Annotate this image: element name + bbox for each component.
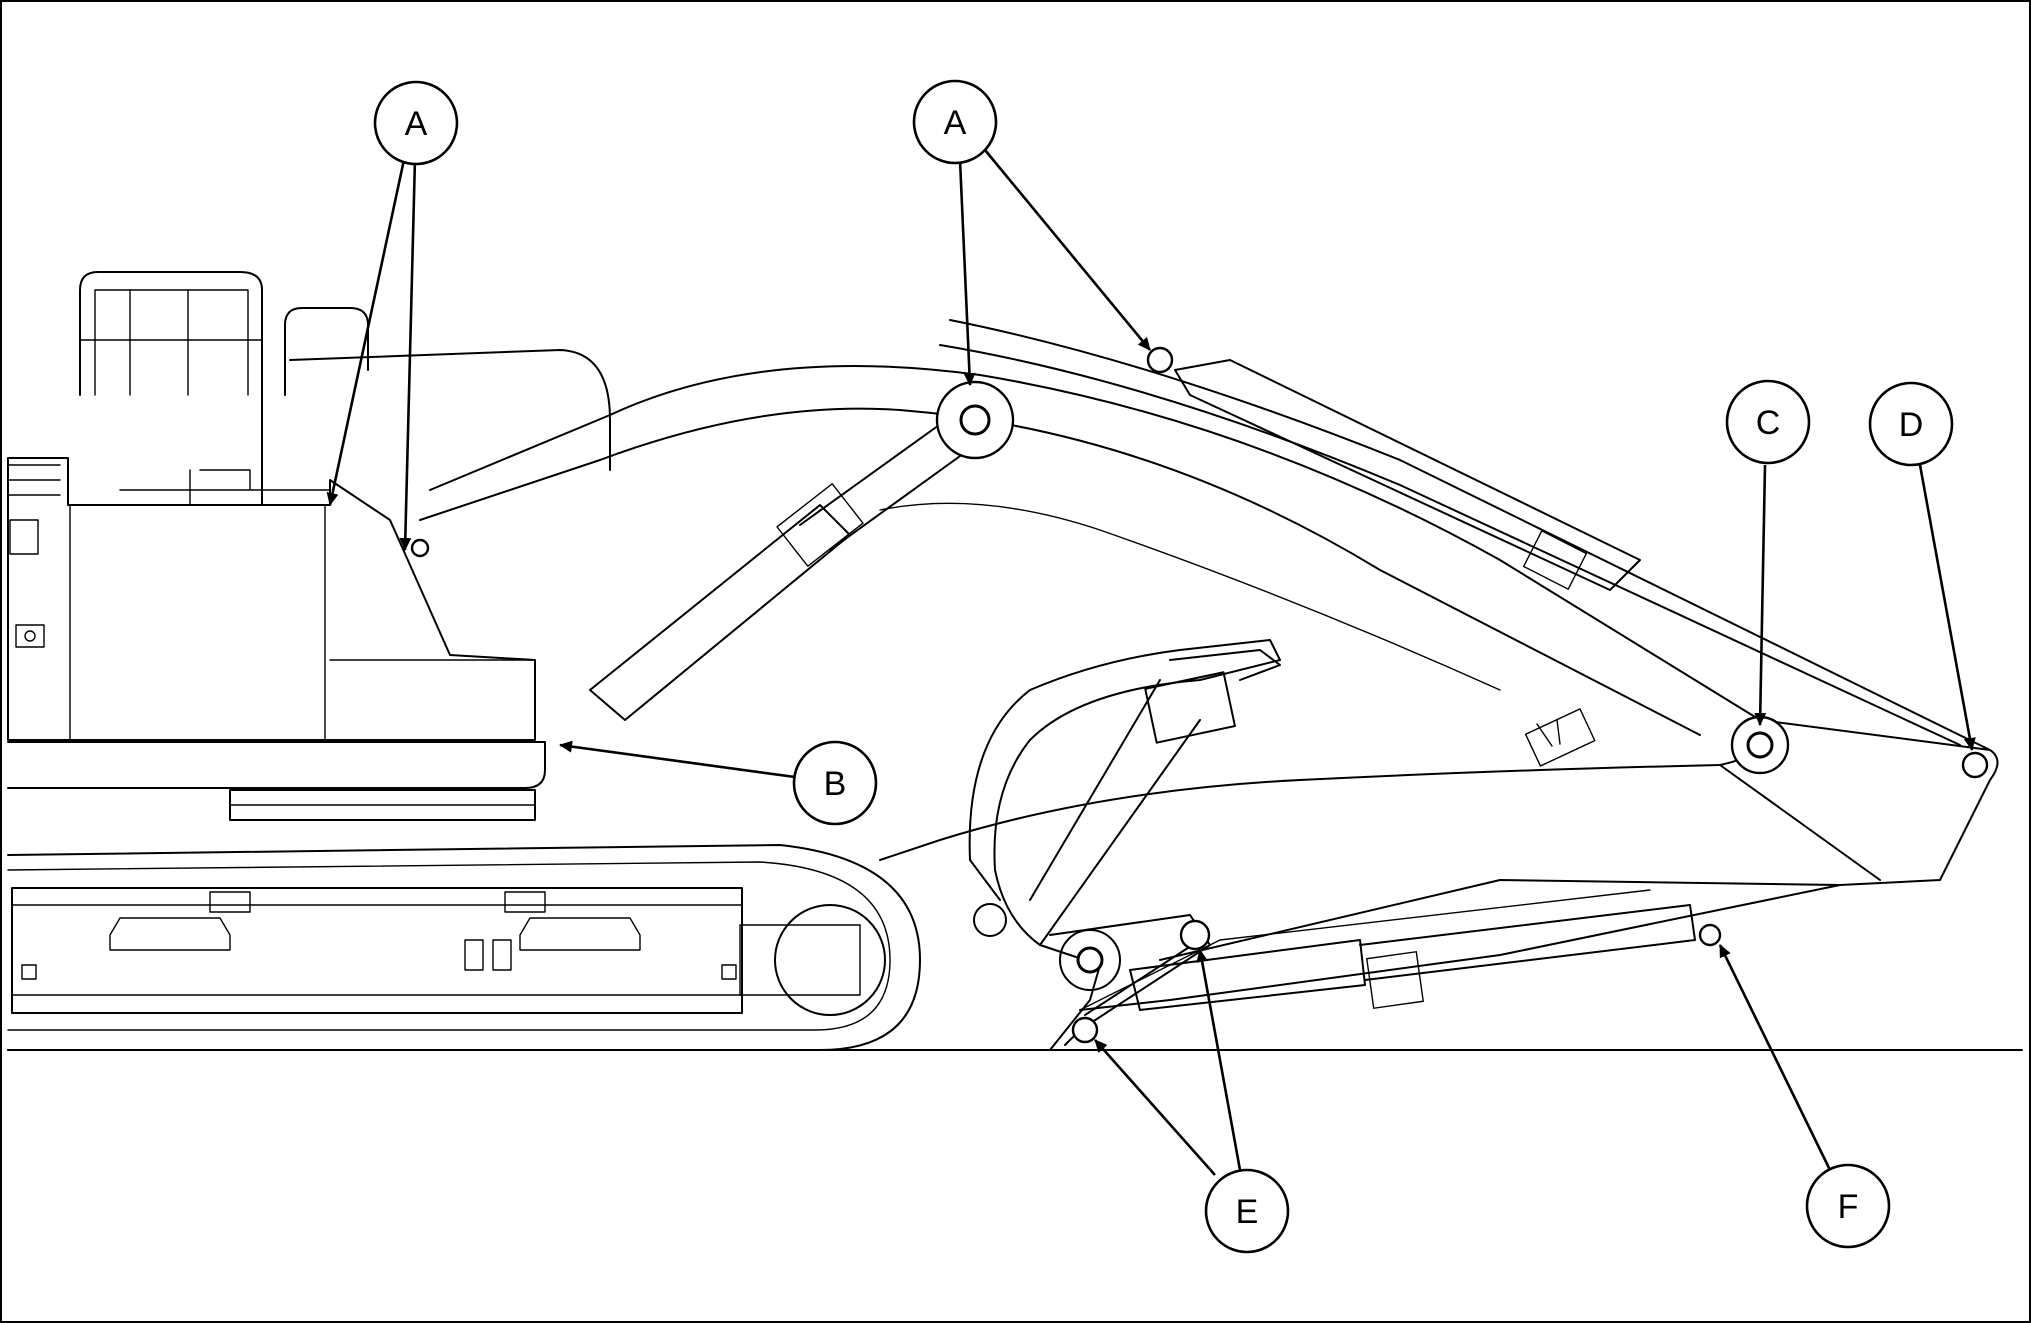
arm-stick [1079, 708, 1999, 1011]
callout-label-d: D [1899, 406, 1924, 444]
cab-pin [410, 538, 430, 558]
excavator-upper-structure [7, 271, 611, 821]
linkage-pin-upper [1179, 919, 1211, 951]
bucket-cylinder [1129, 904, 1696, 1011]
arm-tip-pin [1961, 751, 1989, 779]
boom-cylinder [589, 409, 986, 721]
track-undercarriage [7, 844, 921, 1051]
linkage-pin-lower [1071, 1016, 1099, 1044]
callout-a-center: A [912, 79, 1152, 386]
callout-b: B [559, 740, 878, 826]
cylinder-end-pin [1698, 923, 1722, 947]
callout-a-left: A [326, 80, 459, 551]
callout-label-f: F [1838, 1188, 1859, 1226]
callout-label-a-left: A [405, 105, 428, 143]
callout-label-b: B [824, 765, 847, 803]
callout-label-a-center: A [944, 104, 967, 142]
pins [410, 346, 1989, 1044]
callout-d: D [1868, 381, 1976, 751]
callout-label-c: C [1756, 404, 1781, 442]
callout-label-e: E [1236, 1193, 1259, 1231]
callout-c: C [1725, 379, 1811, 726]
bucket [968, 639, 1281, 1051]
callout-e: E [1094, 949, 1290, 1254]
callout-f: F [1718, 944, 1891, 1249]
boom-cylinder-rod-pin [1146, 346, 1174, 374]
